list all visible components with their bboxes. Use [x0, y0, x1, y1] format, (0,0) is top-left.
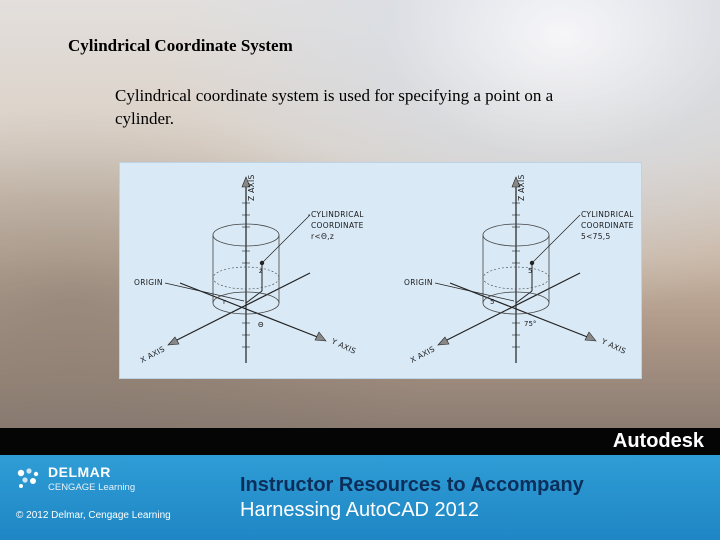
right-callout-line3: 5<75,5 — [581, 232, 611, 241]
slide-title: Cylindrical Coordinate System — [68, 36, 293, 55]
left-z-axis-label: Z AXIS — [247, 174, 256, 201]
copyright-text: © 2012 Delmar, Cengage Learning — [16, 510, 171, 521]
left-y-axis-label: Y AXIS — [329, 336, 357, 356]
right-callout-line2: COORDINATE — [581, 221, 634, 230]
delmar-logo-icon — [17, 468, 39, 488]
publisher-name: DELMAR — [48, 464, 111, 480]
left-callout-line1: CYLINDRICAL — [311, 210, 364, 219]
right-diagram: CYLINDRICAL COORDINATE 5<75,5 ORIGIN 5 5… — [404, 174, 634, 364]
right-x-axis-label: X AXIS — [409, 344, 437, 364]
left-callout-line3: r<Θ,z — [311, 232, 334, 241]
autodesk-logo: Autodesk — [612, 430, 704, 452]
footer-subtitle: Harnessing AutoCAD 2012 — [240, 499, 480, 521]
right-angle-label: 75° — [524, 320, 536, 328]
publisher-subtitle: CENGAGE Learning — [48, 482, 136, 493]
left-callout-line2: COORDINATE — [311, 221, 364, 230]
left-x-axis-label: X AXIS — [139, 344, 167, 364]
footer-title: Instructor Resources to Accompany — [240, 474, 584, 496]
slide-body-text: Cylindrical coordinate system is used fo… — [115, 86, 554, 128]
right-callout-line1: CYLINDRICAL — [581, 210, 634, 219]
right-z-axis-label: Z AXIS — [517, 174, 526, 201]
left-z-label: z — [259, 267, 263, 275]
left-r-label: r — [223, 298, 226, 306]
right-origin-label: ORIGIN — [404, 278, 433, 287]
cylindrical-coordinate-figure: CYLINDRICAL COORDINATE r<Θ,z ORIGIN z r … — [119, 162, 642, 379]
brand-bar: Autodesk — [0, 428, 720, 455]
right-z-label: 5 — [528, 267, 532, 275]
right-y-axis-label: Y AXIS — [599, 336, 627, 356]
left-origin-label: ORIGIN — [134, 278, 163, 287]
left-diagram: CYLINDRICAL COORDINATE r<Θ,z ORIGIN z r … — [134, 174, 364, 364]
footer-banner: DELMAR CENGAGE Learning © 2012 Delmar, C… — [0, 455, 720, 540]
right-r-label: 5 — [490, 298, 494, 306]
left-theta-label: Θ — [258, 321, 264, 329]
